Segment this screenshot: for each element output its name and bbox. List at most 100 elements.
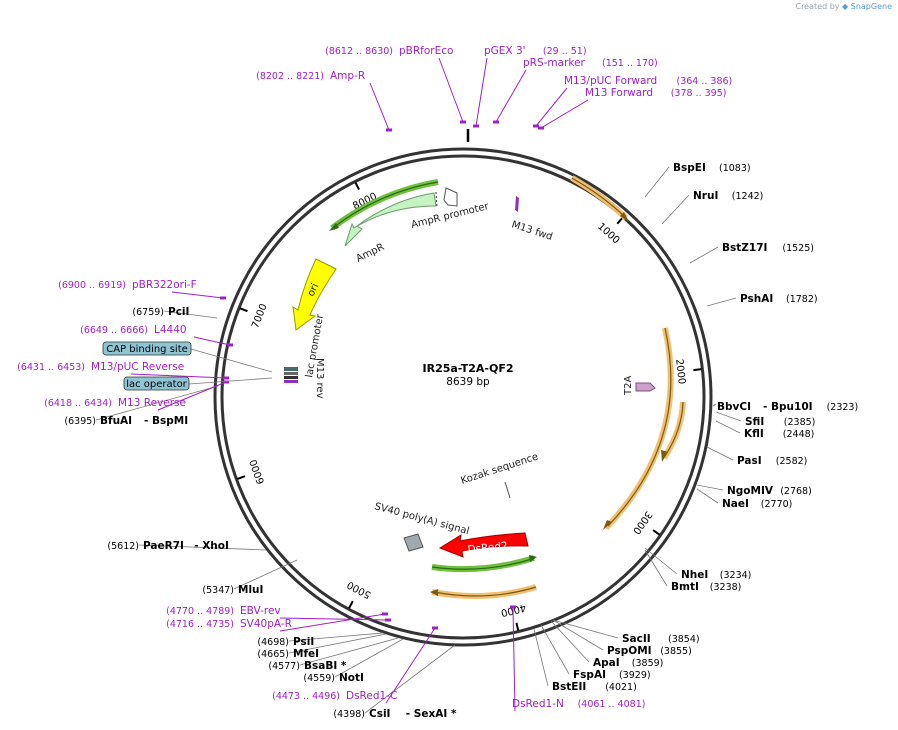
primer-position: (8612 .. 8630) xyxy=(325,46,393,57)
orf-arrowhead xyxy=(529,555,537,562)
orf-arc-right-large xyxy=(603,327,674,531)
tick-mark xyxy=(239,307,248,313)
primer-name[interactable]: SV40pA-R xyxy=(240,618,292,630)
enzyme-leader-line xyxy=(706,297,737,307)
primer-leader-line xyxy=(369,82,390,131)
enzyme-position: (4665) xyxy=(257,649,289,660)
enzyme-name[interactable]: NruI xyxy=(693,190,718,202)
enzyme-name[interactable]: PaeR7I xyxy=(143,540,184,552)
orf-arc-bottom-green-line xyxy=(431,558,533,570)
enzyme-name[interactable]: BfuAI xyxy=(100,415,132,427)
primer-name[interactable]: M13 Forward xyxy=(585,87,653,99)
enzyme-name[interactable]: PciI xyxy=(168,306,189,318)
enzyme-name[interactable]: ApaI xyxy=(593,657,620,669)
primer-site-mark xyxy=(382,612,388,616)
enzyme-name[interactable]: NotI xyxy=(339,672,364,684)
primer-leader-line xyxy=(157,381,227,411)
primer-name[interactable]: DsRed1-C xyxy=(346,690,397,702)
enzyme-position: (2385) xyxy=(784,417,816,428)
enzyme-name-extra[interactable]: - BspMI xyxy=(144,415,188,427)
primer-site-mark xyxy=(386,128,392,132)
primer-name[interactable]: pRS-marker xyxy=(523,57,586,69)
enzyme-name[interactable]: KflI xyxy=(744,428,764,440)
enzyme-name-extra[interactable]: - SexAI * xyxy=(406,708,457,720)
primer-name[interactable]: M13 Reverse xyxy=(118,397,186,409)
enzyme-position: (5347) xyxy=(202,585,234,596)
primer-name[interactable]: L4440 xyxy=(154,324,187,336)
kozak-label: Kozak sequence xyxy=(460,451,540,486)
tick-mark xyxy=(693,368,702,372)
enzyme-name[interactable]: BbvCI xyxy=(717,401,751,413)
label-leader-lines xyxy=(95,166,742,714)
enzyme-leader-line xyxy=(712,403,717,407)
enzyme-leader-line xyxy=(644,547,678,575)
primer-leader-line xyxy=(130,373,227,379)
primer-name[interactable]: Amp-R xyxy=(330,70,365,82)
enzyme-name[interactable]: PshAI xyxy=(740,293,773,305)
primer-name[interactable]: DsRed1-N xyxy=(512,698,564,710)
primer-position: (6649 .. 6666) xyxy=(80,325,148,336)
tick-mark xyxy=(354,182,360,191)
primer-leader-line xyxy=(475,57,488,127)
tick-label: 2000 xyxy=(673,358,687,385)
enzyme-name[interactable]: BspEI xyxy=(673,162,706,174)
enzyme-name[interactable]: PspOMI xyxy=(607,645,652,657)
enzyme-name[interactable]: NgoMIV xyxy=(727,485,774,497)
tick-mark xyxy=(348,600,354,609)
m13-rev-glyph xyxy=(284,380,298,383)
primer-position: (8202 .. 8221) xyxy=(256,71,324,82)
primer-name[interactable]: M13/pUC Forward xyxy=(564,75,657,87)
primer-name[interactable]: pBR322ori-F xyxy=(132,279,197,291)
enzyme-name[interactable]: MluI xyxy=(238,584,263,596)
orf-arc-bottom-green xyxy=(431,555,535,573)
enzyme-position: (2448) xyxy=(783,429,815,440)
enzyme-name[interactable]: PsiI xyxy=(293,636,314,648)
enzyme-name[interactable]: CsiI xyxy=(369,708,390,720)
primer-leader-line xyxy=(385,627,436,704)
enzyme-name[interactable]: FspAI xyxy=(573,669,606,681)
ampr-label: AmpR xyxy=(354,242,386,265)
enzyme-position: (4698) xyxy=(257,637,289,648)
enzyme-position: (6395) xyxy=(64,416,96,427)
enzyme-name[interactable]: BstZ17I xyxy=(722,242,767,254)
tick-mark xyxy=(616,217,624,225)
enzyme-position: (5612) xyxy=(107,541,139,552)
enzyme-leader-line xyxy=(334,638,404,678)
enzyme-leader-line xyxy=(552,619,619,639)
primer-position: (364 .. 386) xyxy=(677,76,733,87)
sv40-label: SV40 poly(A) signal xyxy=(373,501,470,537)
enzyme-leader-line xyxy=(689,246,719,264)
plasmid-name: IR25a-T2A-QF2 xyxy=(423,362,514,375)
boxed-feature-box[interactable] xyxy=(123,376,190,391)
enzyme-name[interactable]: PasI xyxy=(737,455,762,467)
enzyme-leader-line xyxy=(706,446,734,461)
primer-name[interactable]: pBRforEco xyxy=(399,45,453,57)
enzyme-name[interactable]: BstEII xyxy=(552,681,586,693)
primer-name[interactable]: pGEX 3' xyxy=(484,45,526,57)
enzyme-name[interactable]: BmtI xyxy=(671,581,699,593)
enzyme-name[interactable]: BsaBI * xyxy=(304,660,347,672)
enzyme-leader-line xyxy=(364,644,456,714)
snapgene-logo-icon: ◆ xyxy=(842,2,849,11)
enzyme-name[interactable]: NheI xyxy=(681,569,708,581)
box-leader-line xyxy=(190,348,273,373)
enzyme-position: (2770) xyxy=(761,499,793,510)
primer-position: (4061 .. 4081) xyxy=(578,699,646,710)
enzyme-name[interactable]: MfeI xyxy=(293,648,319,660)
primer-site-mark xyxy=(220,296,226,300)
backbone-outer-ring xyxy=(213,147,713,647)
primer-name[interactable]: M13/pUC Reverse xyxy=(91,361,184,373)
enzyme-name-extra[interactable]: - XhoI xyxy=(194,540,229,552)
enzyme-name[interactable]: SfiI xyxy=(745,416,764,428)
enzyme-leader-line xyxy=(644,166,670,198)
enzyme-name-extra[interactable]: - Bpu10I xyxy=(763,401,813,413)
enzyme-name[interactable]: NaeI xyxy=(722,498,749,510)
primer-leader-line xyxy=(171,291,224,299)
primer-leader-line xyxy=(193,336,231,346)
sv40-feature xyxy=(403,533,424,552)
enzyme-name[interactable]: SacII xyxy=(622,633,651,645)
boxed-feature-box[interactable] xyxy=(102,341,192,356)
primer-name[interactable]: EBV-rev xyxy=(240,605,281,617)
